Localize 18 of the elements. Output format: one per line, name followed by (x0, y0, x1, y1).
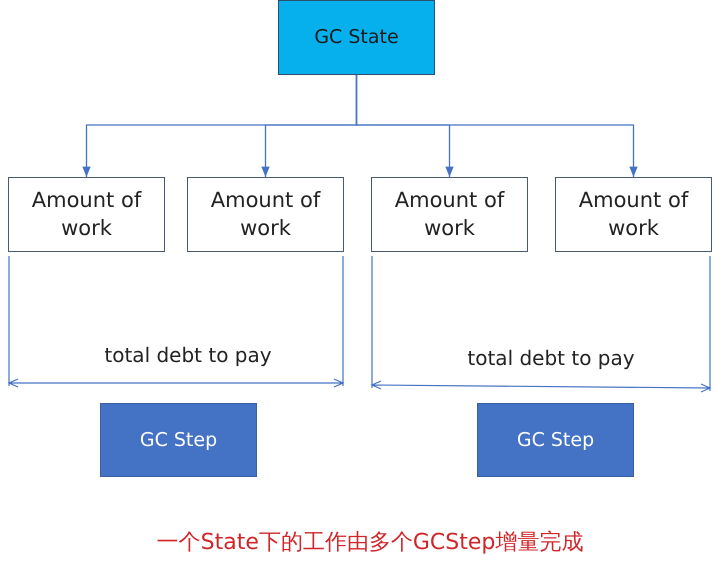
node-label: GC Step (140, 428, 218, 452)
node-label: Amount of work (578, 187, 690, 242)
node-label: Amount of work (394, 187, 506, 242)
node-label: Amount of work (210, 187, 322, 242)
dimension-label: total debt to pay (104, 343, 272, 367)
state-box (278, 0, 435, 75)
step-box (477, 403, 634, 477)
work-box (555, 177, 712, 252)
caption: 一个State下的工作由多个GCStep增量完成 (156, 529, 584, 557)
arrow (356, 75, 638, 177)
node-label: GC Step (516, 428, 594, 452)
step-box (100, 403, 257, 477)
work-box (8, 177, 165, 252)
work-box (187, 177, 344, 252)
dimension-label: total debt to pay (467, 346, 635, 370)
node-label: Amount of work (30, 187, 143, 242)
node-label: GC State (314, 25, 399, 50)
work-box (371, 177, 528, 252)
